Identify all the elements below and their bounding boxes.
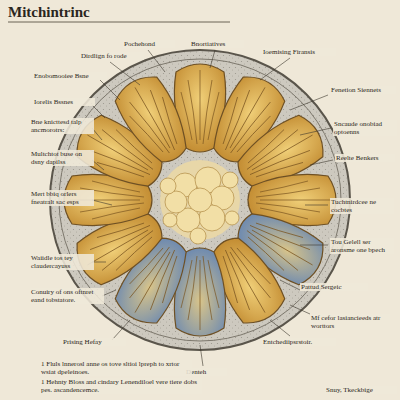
part-label: Conuiry of ons oftnret eand tobstatore. [30, 288, 104, 304]
part-label: Tou Gelell ser aronsme one bpech [330, 238, 394, 254]
title: Mitchintrinc [8, 4, 90, 21]
signature: Snuy, Tkeckbige [325, 386, 397, 394]
part-label: Bne knicttesd talp ancmorotrs: [30, 118, 94, 134]
part-label: Enobomooiee Bsne [33, 72, 107, 80]
part-label: Tuchtnirdcee ne cocbtes [330, 198, 394, 214]
part-label: Pattud Sergeic [300, 283, 368, 291]
part-label: Sncaude onobiad optoenns [333, 120, 397, 136]
part-label: Reelte Benkers [335, 154, 395, 162]
part-label: Waiidle tos tey claudercayuss [30, 254, 94, 270]
footnote: 1 Hehnty Bloss and cindary Lenendiloel v… [40, 378, 202, 394]
part-label: Mf cefor lasiancieeds atr worttors [310, 314, 390, 330]
part-label: Prising Hefay [62, 338, 126, 346]
part-label: Dirdlign fo rode [80, 52, 144, 60]
part-label: Fenetion Siennets [330, 86, 396, 94]
part-label: Iorelis Bssnes [33, 98, 95, 106]
part-label: Multchtot buse on dsny dapilss [30, 150, 94, 166]
part-label: Ioemising Firansis [262, 48, 336, 56]
part-label: Mert bbiq orlers fneatralt sac esps [30, 190, 94, 206]
part-label: Entchediipsrstoir. [262, 338, 336, 346]
part-label: Bnortiatives [190, 40, 244, 48]
part-label: Pochehond [123, 40, 175, 48]
footnote: 1 Fluls lnnerosl anne os tove sltioi lpr… [40, 360, 192, 376]
